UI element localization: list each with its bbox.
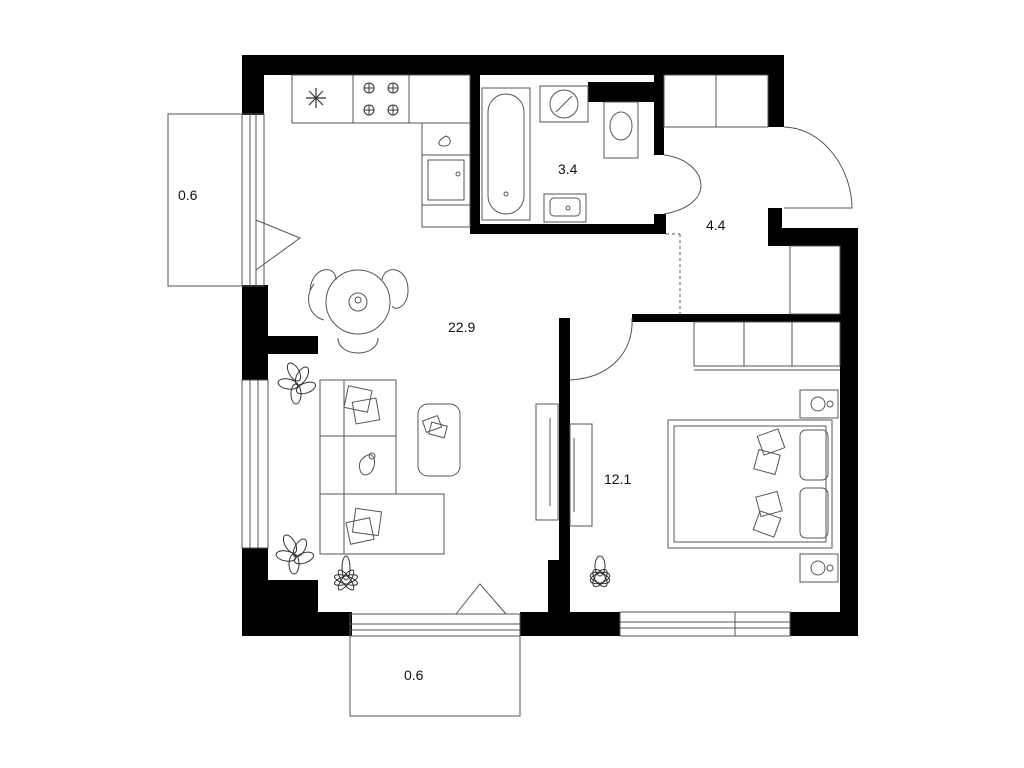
plant-icon-2 xyxy=(275,534,315,575)
fixtures xyxy=(167,74,853,717)
plant-icon-1 xyxy=(277,362,317,405)
plant-icon-3 xyxy=(334,555,358,591)
area-balcony-bottom: 0.6 xyxy=(404,667,424,683)
dining-table xyxy=(325,269,391,335)
plant-icon-4 xyxy=(589,555,611,588)
area-hallway: 4.4 xyxy=(706,217,726,233)
pillow-icons xyxy=(752,428,786,538)
hob-icon xyxy=(363,82,399,116)
area-labels: 22.9 12.1 4.4 3.4 0.6 0.6 xyxy=(178,161,726,683)
tv-stand-bedroom xyxy=(569,423,593,527)
balcony-door-bottom xyxy=(455,583,507,615)
balcony-door-left xyxy=(255,219,302,271)
area-bedroom: 12.1 xyxy=(604,471,631,487)
front-door xyxy=(783,126,853,209)
walls xyxy=(242,55,858,636)
coffee-table xyxy=(417,403,461,477)
area-balcony-left: 0.6 xyxy=(178,187,198,203)
kitchen-counter xyxy=(291,74,471,124)
snowflake-icon xyxy=(306,88,326,108)
area-living-kitchen: 22.9 xyxy=(448,319,475,335)
water-drop-icon xyxy=(438,135,451,147)
double-bed xyxy=(667,419,833,549)
bathtub xyxy=(481,87,531,221)
sofa xyxy=(319,379,397,495)
toilet-icon xyxy=(609,111,633,141)
cat-icon xyxy=(359,454,375,476)
area-bathroom: 3.4 xyxy=(558,161,578,177)
tv-stand-living xyxy=(535,403,559,521)
bedroom-closet xyxy=(693,321,841,367)
bathroom-sink xyxy=(543,193,587,223)
balcony-bottom-outline xyxy=(349,635,521,717)
